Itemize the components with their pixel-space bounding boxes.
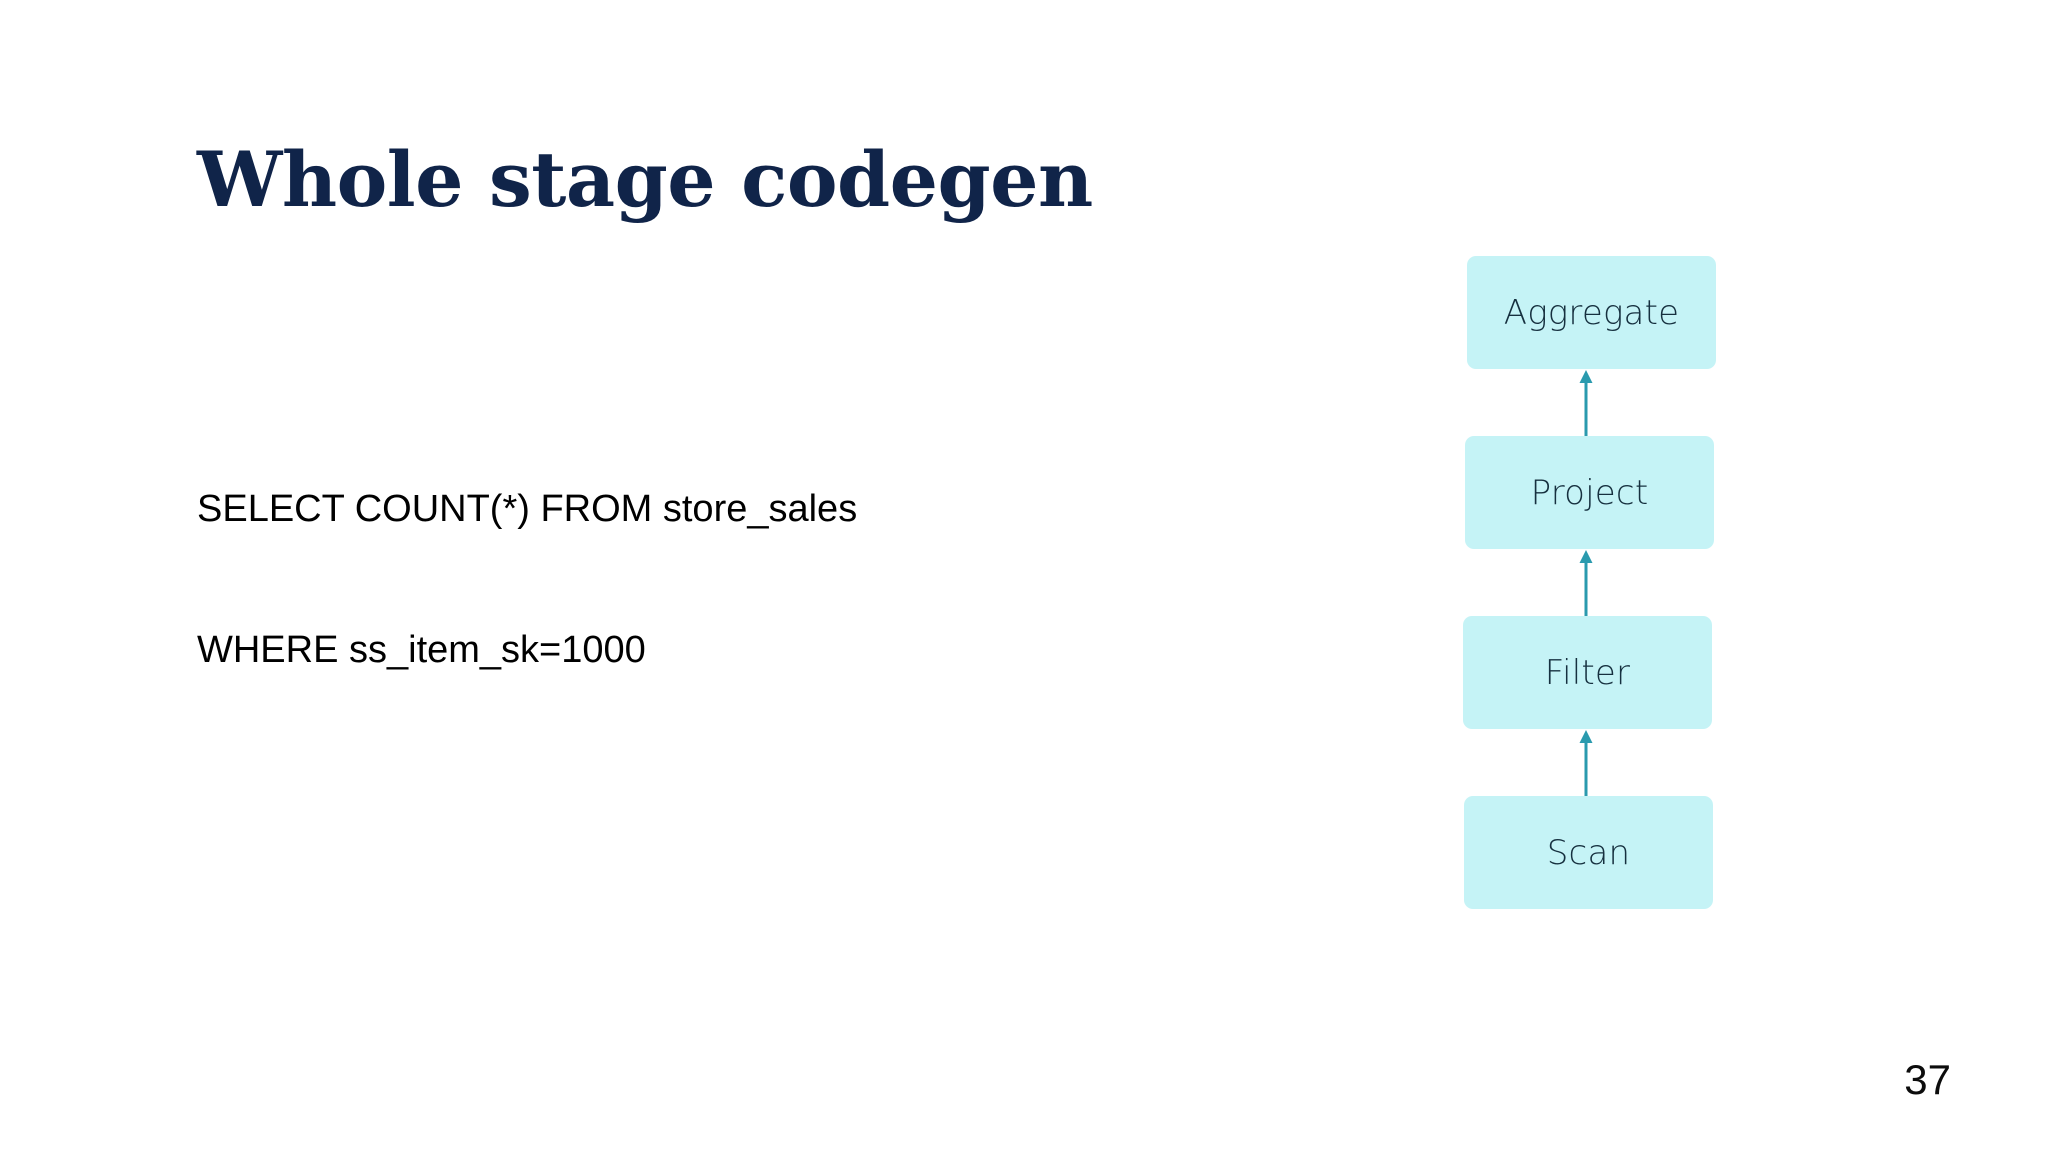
plan-node-aggregate: Aggregate	[1467, 256, 1716, 369]
plan-node-project: Project	[1465, 436, 1714, 549]
sql-line-2: WHERE ss_item_sk=1000	[197, 629, 646, 671]
arrow-up-icon-project-to-aggregate	[1579, 370, 1593, 439]
page-title: Whole stage codegen	[197, 134, 1093, 224]
sql-code-block: SELECT COUNT(*) FROM store_sales WHERE s…	[197, 392, 857, 768]
plan-node-filter: Filter	[1463, 616, 1712, 729]
sql-line-1: SELECT COUNT(*) FROM store_sales	[197, 488, 858, 530]
arrow-up-icon-scan-to-filter	[1579, 730, 1593, 799]
arrow-up-icon-filter-to-project	[1579, 550, 1593, 619]
plan-node-filter-label: Filter	[1544, 652, 1631, 693]
query-plan-diagram: Aggregate Project Filter Scan	[1462, 250, 1732, 920]
plan-node-aggregate-label: Aggregate	[1503, 292, 1680, 333]
page-number: 37	[1904, 1056, 1951, 1103]
plan-node-scan: Scan	[1464, 796, 1713, 909]
plan-node-project-label: Project	[1530, 472, 1649, 513]
plan-node-scan-label: Scan	[1546, 832, 1631, 873]
